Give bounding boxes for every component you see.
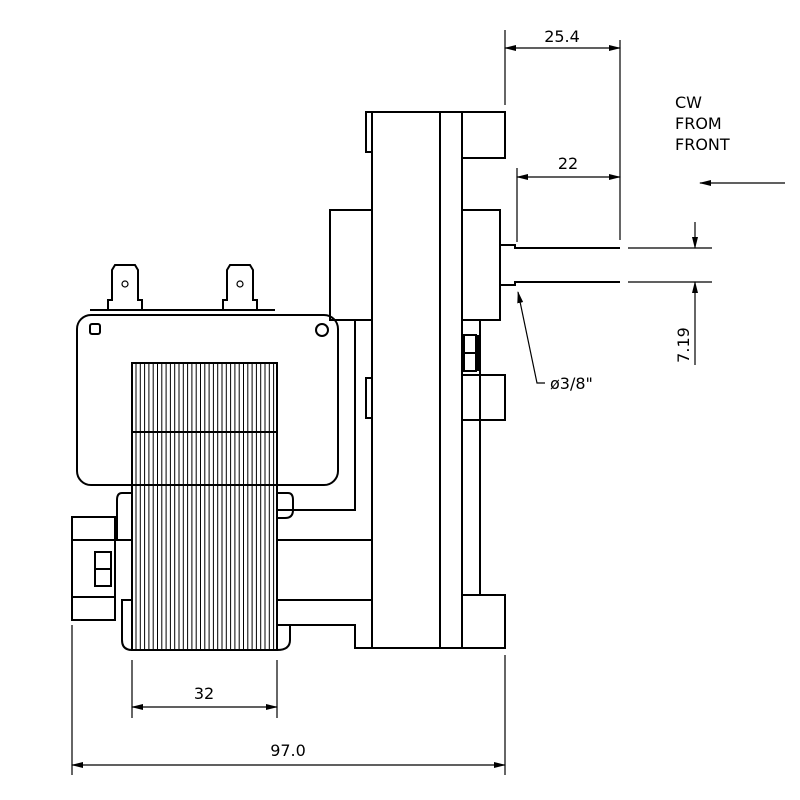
dimension-overall-length: 97.0 <box>71 625 506 775</box>
dimension-label: 7.19 <box>674 327 693 363</box>
dimension-coil-width: 32 <box>131 660 278 718</box>
rotation-note-line: FROM <box>675 114 722 133</box>
hex-nut-icon <box>94 551 112 587</box>
hex-nut-icon <box>463 334 479 372</box>
gearbox <box>329 111 506 649</box>
rotation-note-line: CW <box>675 93 702 112</box>
dimension-shaft-diameter: ø3/8" <box>517 291 593 393</box>
terminal-icon <box>107 264 143 310</box>
dimension-shaft-flat: 22 <box>516 154 621 242</box>
output-shaft <box>500 244 620 286</box>
dimension-flat-height: 7.19 <box>628 222 712 365</box>
dimension-label: 22 <box>558 154 578 173</box>
rotation-note: CW FROM FRONT <box>675 93 785 186</box>
motor-coil <box>131 362 278 651</box>
mount-brackets <box>71 492 294 651</box>
terminal-icon <box>222 264 258 310</box>
dimension-label: 97.0 <box>270 741 306 760</box>
dimension-label: 25.4 <box>544 27 580 46</box>
dimension-shaft-total: 25.4 <box>504 27 621 240</box>
capacitor-box <box>76 264 339 486</box>
dimension-label: 32 <box>194 684 214 703</box>
dimension-label: ø3/8" <box>550 374 593 393</box>
motor-frame <box>277 319 372 649</box>
rotation-note-line: FRONT <box>675 135 730 154</box>
